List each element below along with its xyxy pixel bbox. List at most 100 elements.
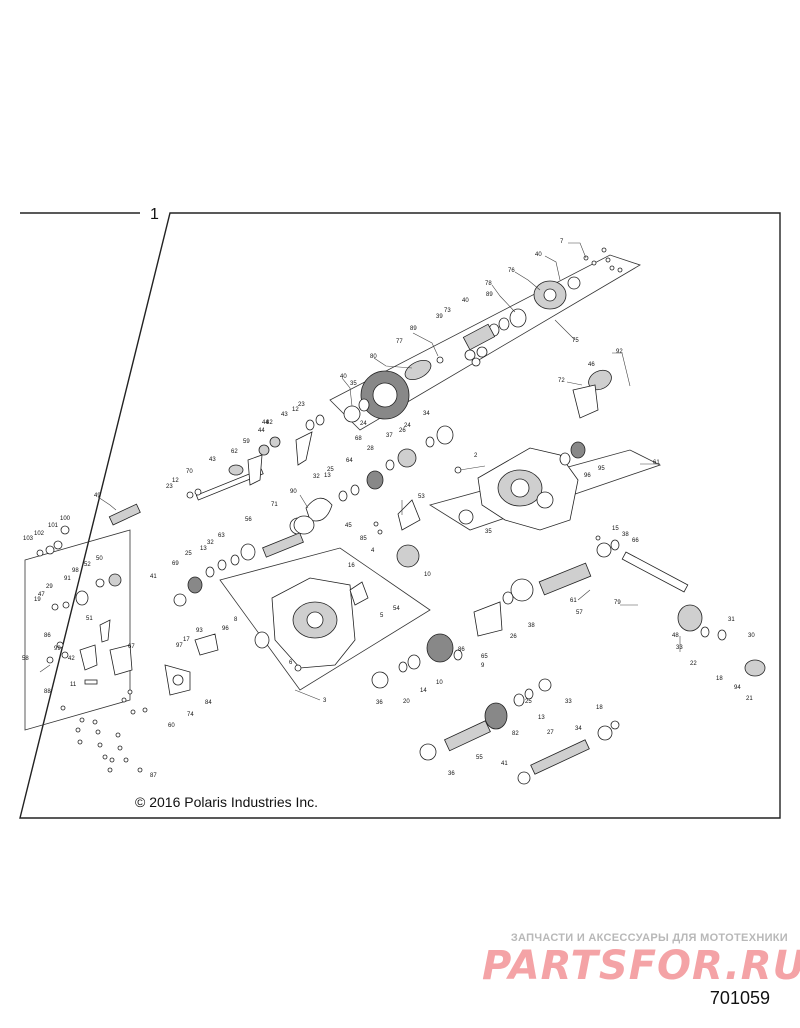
callout-40: 40 bbox=[340, 374, 347, 380]
main-case-left bbox=[254, 577, 369, 672]
output-shaft-group bbox=[371, 535, 766, 689]
callout-89: 89 bbox=[486, 292, 493, 298]
callout-94: 94 bbox=[734, 685, 741, 691]
callout-2: 2 bbox=[474, 453, 478, 459]
callout-48: 48 bbox=[672, 633, 679, 639]
callout-33: 33 bbox=[565, 699, 572, 705]
callout-49: 49 bbox=[94, 493, 101, 499]
callout-8: 8 bbox=[234, 617, 238, 623]
callout-24: 24 bbox=[404, 423, 411, 429]
callout-44: 44 bbox=[262, 420, 269, 426]
callout-26: 26 bbox=[399, 428, 406, 434]
callout-35: 35 bbox=[350, 381, 357, 387]
callout-82: 82 bbox=[512, 731, 519, 737]
callout-21: 21 bbox=[746, 696, 753, 702]
callout-65: 65 bbox=[481, 654, 488, 660]
callout-73: 73 bbox=[444, 308, 451, 314]
callout-28: 28 bbox=[367, 446, 374, 452]
callout-54: 54 bbox=[393, 606, 400, 612]
callout-86: 86 bbox=[44, 633, 51, 639]
callout-45: 45 bbox=[345, 523, 352, 529]
callout-25: 25 bbox=[185, 551, 192, 557]
callout-98: 98 bbox=[72, 568, 79, 574]
callout-60: 60 bbox=[168, 723, 175, 729]
callout-9: 9 bbox=[481, 663, 485, 669]
callout-33: 33 bbox=[676, 645, 683, 651]
callout-78: 78 bbox=[485, 281, 492, 287]
callout-27: 27 bbox=[547, 730, 554, 736]
callout-102: 102 bbox=[34, 531, 45, 537]
callout-14: 14 bbox=[420, 688, 427, 694]
callout-91: 91 bbox=[64, 576, 71, 582]
callout-36: 36 bbox=[376, 700, 383, 706]
top-gear-shaft-group bbox=[343, 247, 623, 423]
callout-87: 87 bbox=[150, 773, 157, 779]
callout-62: 62 bbox=[231, 449, 238, 455]
callout-90: 90 bbox=[290, 489, 297, 495]
callout-57: 57 bbox=[576, 610, 583, 616]
callout-103: 103 bbox=[23, 536, 34, 542]
callout-13: 13 bbox=[200, 546, 207, 552]
callout-29: 29 bbox=[46, 584, 53, 590]
callout-74: 74 bbox=[187, 712, 194, 718]
callout-24: 24 bbox=[360, 421, 367, 427]
callout-32: 32 bbox=[313, 474, 320, 480]
callout-50: 50 bbox=[96, 556, 103, 562]
callout-58: 58 bbox=[22, 656, 29, 662]
callout-6: 6 bbox=[289, 660, 293, 666]
callout-76: 76 bbox=[508, 268, 515, 274]
callout-34: 34 bbox=[423, 411, 430, 417]
callout-63: 63 bbox=[218, 533, 225, 539]
callout-10: 10 bbox=[424, 572, 431, 578]
callout-66: 66 bbox=[632, 538, 639, 544]
callout-23: 23 bbox=[166, 484, 173, 490]
callout-61: 61 bbox=[570, 598, 577, 604]
callout-40: 40 bbox=[535, 252, 542, 258]
callout-96: 96 bbox=[584, 473, 591, 479]
callout-3: 3 bbox=[323, 698, 327, 704]
callout-5: 5 bbox=[380, 613, 384, 619]
callout-68: 68 bbox=[355, 436, 362, 442]
callout-10: 10 bbox=[436, 680, 443, 686]
bolt-cluster bbox=[60, 689, 148, 773]
callout-53: 53 bbox=[418, 494, 425, 500]
callout-12: 12 bbox=[292, 407, 299, 413]
callout-85: 85 bbox=[360, 536, 367, 542]
callout-22: 22 bbox=[690, 661, 697, 667]
callout-84: 84 bbox=[205, 700, 212, 706]
callout-99: 99 bbox=[54, 646, 61, 652]
callout-38: 38 bbox=[528, 623, 535, 629]
callout-59: 59 bbox=[243, 439, 250, 445]
callout-38: 38 bbox=[622, 532, 629, 538]
callout-18: 18 bbox=[596, 705, 603, 711]
diagram-frame: 1 bbox=[19, 206, 781, 819]
callout-34: 34 bbox=[575, 726, 582, 732]
callout-61: 61 bbox=[653, 460, 660, 466]
callout-88: 88 bbox=[44, 689, 51, 695]
callout-70: 70 bbox=[186, 469, 193, 475]
callout-101: 101 bbox=[48, 523, 59, 529]
callout-64: 64 bbox=[346, 458, 353, 464]
callout-37: 37 bbox=[386, 433, 393, 439]
callout-43: 43 bbox=[281, 412, 288, 418]
callout-19: 19 bbox=[34, 597, 41, 603]
callout-36: 36 bbox=[448, 771, 455, 777]
callout-69: 69 bbox=[172, 561, 179, 567]
callout-42: 42 bbox=[68, 656, 75, 662]
callout-52: 52 bbox=[84, 562, 91, 568]
callout-32: 32 bbox=[207, 540, 214, 546]
callout-75: 75 bbox=[572, 338, 579, 344]
callout-92: 92 bbox=[616, 349, 623, 355]
callout-72: 72 bbox=[558, 378, 565, 384]
callout-12: 12 bbox=[172, 478, 179, 484]
callout-51: 51 bbox=[86, 616, 93, 622]
callout-4: 4 bbox=[371, 548, 375, 554]
main-case-right bbox=[454, 441, 586, 531]
callout-26: 26 bbox=[510, 634, 517, 640]
figure-number: 701059 bbox=[709, 988, 770, 1008]
callout-55: 55 bbox=[476, 755, 483, 761]
callout-86: 86 bbox=[458, 647, 465, 653]
leader-lines bbox=[39, 242, 681, 701]
callout-23: 23 bbox=[298, 402, 305, 408]
